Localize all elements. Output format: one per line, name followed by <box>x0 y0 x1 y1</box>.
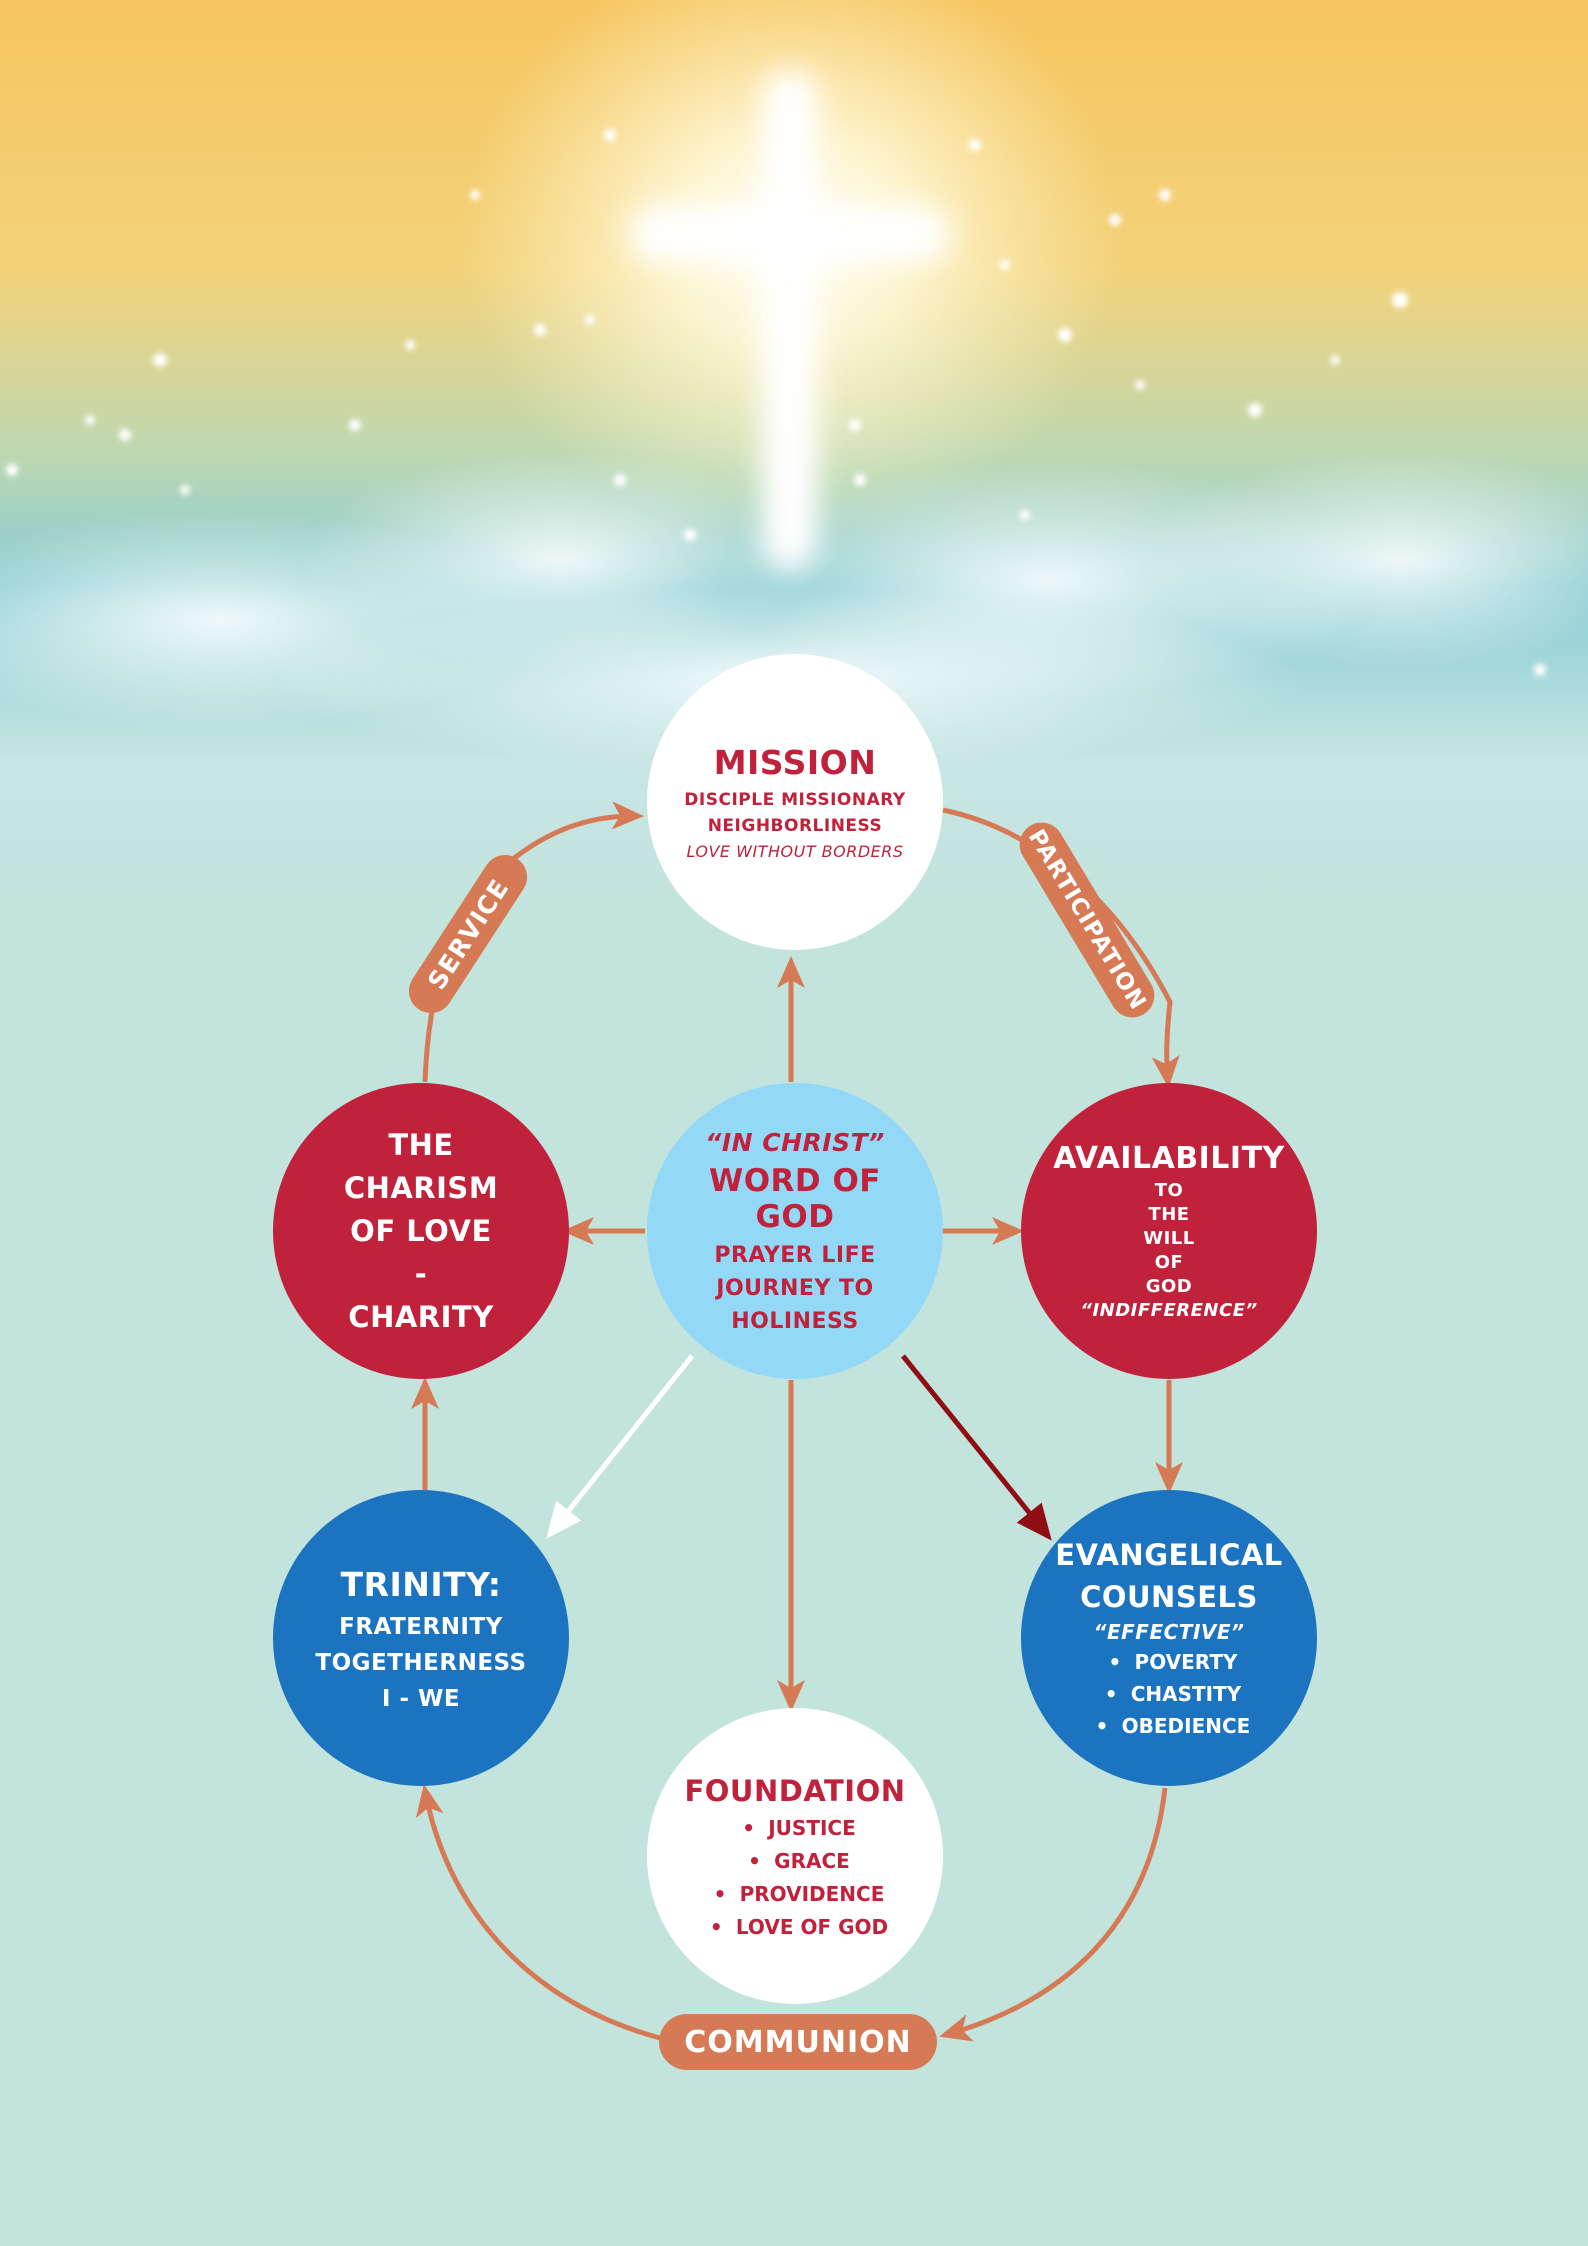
cross-icon <box>630 70 950 570</box>
communion-label: COMMUNION <box>659 2014 937 2070</box>
foundation-bullet-3: PROVIDENCE <box>706 1882 885 1906</box>
center-line-3: HOLINESS <box>731 1309 859 1334</box>
availability-line-4: OF <box>1154 1252 1184 1273</box>
availability-line-3: WILL <box>1143 1228 1195 1249</box>
trinity-title: TRINITY: <box>340 1564 502 1604</box>
evangelical-title-1: EVANGELICAL <box>1055 1538 1283 1572</box>
foundation-bullet-1: JUSTICE <box>734 1816 856 1840</box>
charism-circle: THE CHARISM OF LOVE - CHARITY <box>273 1083 569 1379</box>
communion-text: COMMUNION <box>684 2024 912 2060</box>
evangelical-counsels-circle: EVANGELICAL COUNSELS “EFFECTIVE” POVERTY… <box>1021 1490 1317 1786</box>
mission-title: MISSION <box>713 743 877 782</box>
availability-line-2: THE <box>1148 1204 1190 1225</box>
trinity-line-2: TOGETHERNESS <box>315 1649 527 1676</box>
availability-circle: AVAILABILITY TO THE WILL OF GOD “INDIFFE… <box>1021 1083 1317 1379</box>
foundation-bullet-4: LOVE OF GOD <box>702 1915 888 1939</box>
foundation-circle: FOUNDATION JUSTICE GRACE PROVIDENCE LOVE… <box>647 1708 943 2004</box>
mission-line-2: NEIGHBORLINESS <box>707 816 883 836</box>
arrow-center-to-trinity-white <box>546 1354 694 1539</box>
evangelical-bullet-1: POVERTY <box>1101 1650 1238 1674</box>
charism-line-2: CHARISM <box>343 1171 499 1205</box>
center-line-2: JOURNEY TO <box>716 1276 874 1301</box>
evangelical-italic: “EFFECTIVE” <box>1093 1620 1245 1644</box>
center-italic: “IN CHRIST” <box>705 1128 885 1157</box>
arrow-center-to-evangelical-dark <box>901 1354 1052 1541</box>
trinity-line-1: FRATERNITY <box>339 1613 503 1640</box>
availability-italic: “INDIFFERENCE” <box>1080 1300 1258 1321</box>
availability-title: AVAILABILITY <box>1053 1141 1285 1176</box>
availability-line-5: GOD <box>1145 1276 1193 1297</box>
evangelical-title-2: COUNSELS <box>1080 1580 1258 1614</box>
charism-line-4: - <box>414 1257 428 1291</box>
foundation-bullet-2: GRACE <box>740 1849 850 1873</box>
arrow-communion-to-trinity <box>415 1784 661 2041</box>
center-line-1: PRAYER LIFE <box>714 1243 876 1268</box>
evangelical-bullet-3: OBEDIENCE <box>1088 1714 1251 1738</box>
availability-line-1: TO <box>1154 1180 1184 1201</box>
foundation-title: FOUNDATION <box>684 1773 906 1808</box>
center-title: WORD OF GOD <box>709 1163 881 1235</box>
arrow-evangelical-to-communion <box>939 1787 1168 2042</box>
trinity-circle: TRINITY: FRATERNITY TOGETHERNESS I - WE <box>273 1490 569 1786</box>
arrow-mission-to-availability <box>942 807 1180 1088</box>
sparkle-dots <box>6 129 1546 676</box>
mission-italic: LOVE WITHOUT BORDERS <box>686 842 904 861</box>
charism-line-1: THE <box>388 1128 454 1162</box>
mission-line-1: DISCIPLE MISSIONARY <box>684 790 906 810</box>
charism-line-5: CHARITY <box>348 1300 494 1334</box>
evangelical-bullet-2: CHASTITY <box>1097 1682 1242 1706</box>
word-of-god-circle: “IN CHRIST” WORD OF GOD PRAYER LIFE JOUR… <box>647 1083 943 1379</box>
mission-circle: MISSION DISCIPLE MISSIONARY NEIGHBORLINE… <box>647 654 943 950</box>
trinity-line-3: I - WE <box>381 1685 461 1712</box>
charism-line-3: OF LOVE <box>350 1214 492 1248</box>
